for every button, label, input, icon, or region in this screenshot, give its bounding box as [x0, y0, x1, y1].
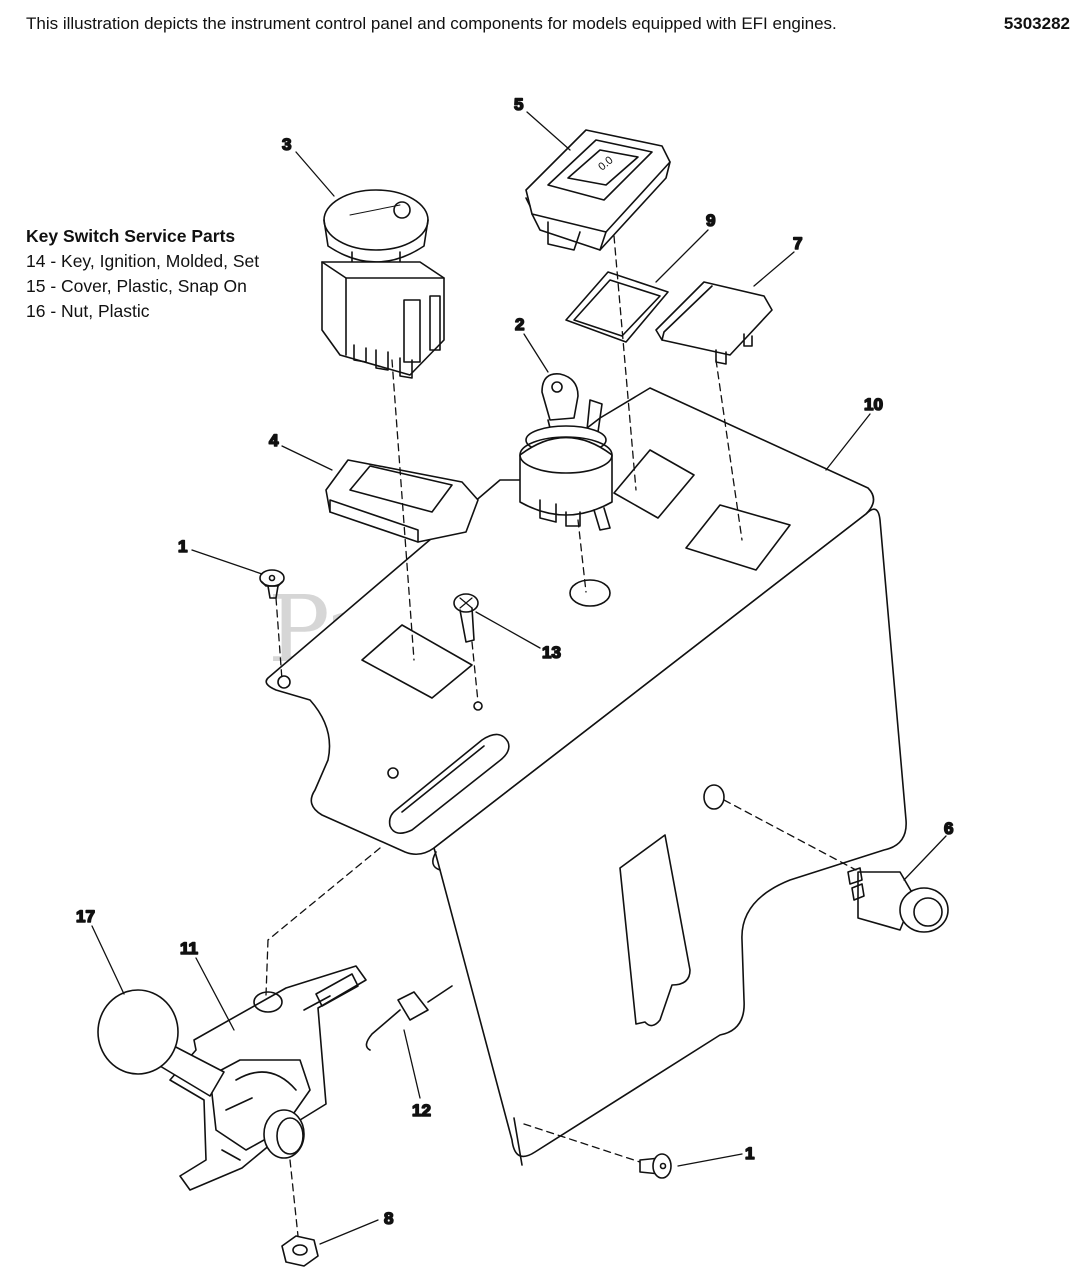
callout-label: 7	[793, 234, 802, 253]
hour-meter-gasket	[565, 271, 669, 343]
callout-label: 1	[178, 537, 187, 556]
diagram-caption: This illustration depicts the instrument…	[26, 14, 837, 33]
indicator-light	[847, 867, 949, 933]
callout-label: 5	[514, 95, 523, 114]
screw-bottom	[639, 1153, 672, 1179]
nut	[281, 1235, 319, 1267]
callout-label: 1	[745, 1144, 754, 1163]
callout-label: 2	[515, 315, 524, 334]
callout-label: 13	[542, 643, 561, 662]
pto-bezel	[325, 459, 479, 543]
callout-label: 4	[269, 431, 279, 450]
leader-lines	[91, 111, 947, 1245]
hour-meter: 0.0	[525, 129, 671, 251]
callout-label: 12	[412, 1101, 431, 1120]
pto-switch	[321, 189, 445, 379]
callout-label: 17	[76, 907, 95, 926]
callout-label: 10	[864, 395, 883, 414]
throttle-control	[97, 965, 367, 1191]
callout-label: 3	[282, 135, 291, 154]
service-parts-title: Key Switch Service Parts	[26, 226, 236, 246]
callout-label: 6	[944, 819, 953, 838]
callout-labels: 1 1 2 3 4 5 6 7 8 9 10 11 12 13 17	[75, 94, 954, 1229]
service-parts-list: Key Switch Service Parts 14 - Key, Ignit…	[26, 224, 259, 324]
instrument-panel	[265, 387, 907, 1166]
document-number: 5303282	[1003, 14, 1070, 33]
service-part-item: 16 - Nut, Plastic	[26, 301, 150, 321]
callout-label: 11	[180, 939, 198, 958]
cover-plug	[655, 281, 773, 365]
screw-13	[453, 593, 479, 643]
callout-label: 8	[384, 1209, 393, 1228]
screw-top	[259, 569, 285, 599]
callout-label: 9	[706, 211, 715, 230]
wire-clip	[365, 985, 453, 1051]
service-part-item: 14 - Key, Ignition, Molded, Set	[26, 251, 260, 271]
service-part-item: 15 - Cover, Plastic, Snap On	[26, 276, 247, 296]
assembly-lines	[265, 235, 857, 1237]
ignition-switch	[519, 373, 613, 531]
